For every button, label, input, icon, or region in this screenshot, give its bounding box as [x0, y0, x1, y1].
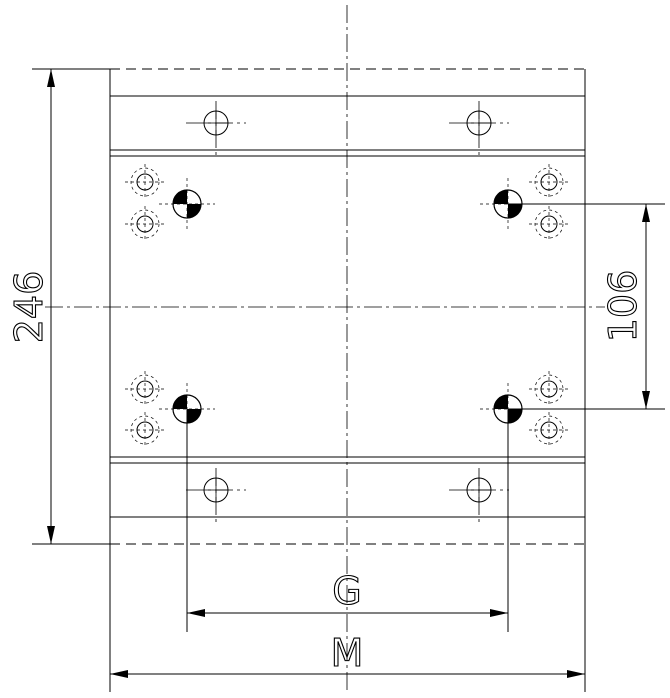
cg-marker: [159, 383, 215, 435]
dimension-overall-width: M: [110, 630, 585, 678]
small-hole: [125, 412, 165, 448]
strip-hole: [449, 468, 509, 524]
cg-marker: [159, 178, 215, 230]
small-hole: [529, 164, 569, 200]
plate-outline: [109, 69, 586, 692]
strip-hole: [186, 101, 246, 157]
dimension-hole-spacing-vertical: 106: [508, 203, 665, 410]
dimension-label-106: 106: [601, 270, 645, 343]
small-hole: [529, 412, 569, 448]
dimension-overall-height: 246: [6, 68, 110, 545]
strip-holes: [186, 101, 509, 524]
small-hole: [125, 371, 165, 407]
dimension-label-m: M: [331, 631, 364, 675]
small-hole: [125, 164, 165, 200]
center-lines: [45, 5, 605, 692]
dimension-hole-spacing-horizontal: G: [186, 409, 509, 632]
dimension-label-g: G: [332, 569, 361, 613]
outer-boundary: [110, 68, 585, 545]
strip-hole: [449, 101, 509, 157]
small-hole: [125, 206, 165, 242]
small-hole: [529, 371, 569, 407]
strip-hole: [186, 468, 246, 524]
dimension-label-246: 246: [7, 271, 51, 344]
cg-markers: [159, 178, 536, 435]
small-holes: [125, 164, 569, 448]
small-hole: [529, 206, 569, 242]
